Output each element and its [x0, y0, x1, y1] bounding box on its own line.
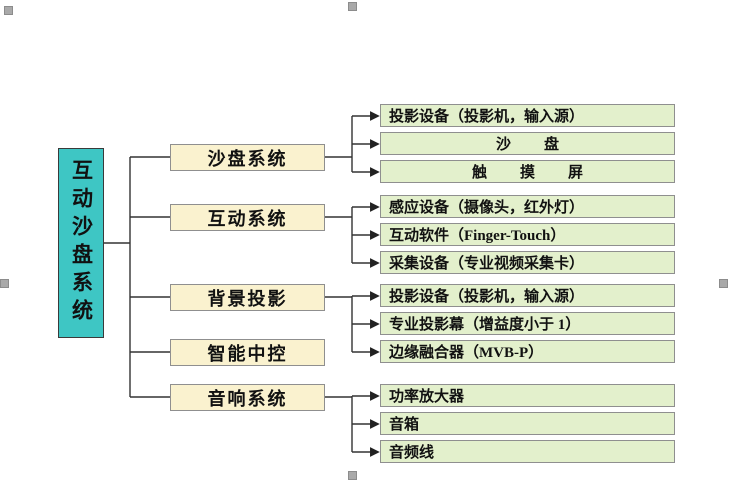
root-node[interactable]: 互动沙盘系统 [58, 148, 104, 338]
leaf-node-edge-blender[interactable]: 边缘融合器（MVB-P） [380, 340, 675, 363]
leaf-node-interactive-software[interactable]: 互动软件（Finger-Touch） [380, 223, 675, 246]
branch-node-interactive-system[interactable]: 互动系统 [170, 204, 325, 231]
branch-node-sandtable-system[interactable]: 沙盘系统 [170, 144, 325, 171]
leaf-label: 投影设备（投影机，输入源） [389, 289, 585, 305]
resize-handle-top-left[interactable] [4, 6, 13, 15]
leaf-node-projection-equipment-2[interactable]: 投影设备（投影机，输入源） [380, 284, 675, 307]
branch-node-smart-control[interactable]: 智能中控 [170, 339, 325, 366]
branch-label: 智能中控 [207, 343, 288, 364]
branch-node-audio-system[interactable]: 音响系统 [170, 384, 325, 411]
leaf-node-power-amplifier[interactable]: 功率放大器 [380, 384, 675, 407]
branch-label: 沙盘系统 [207, 148, 288, 169]
branch-label: 音响系统 [207, 388, 288, 409]
leaf-label: 投影设备（投影机，输入源） [389, 109, 585, 125]
branch-label: 背景投影 [207, 288, 288, 309]
leaf-node-touch-screen[interactable]: 触摸屏 [380, 160, 675, 183]
leaf-label: 功率放大器 [389, 389, 465, 405]
leaf-node-projection-screen[interactable]: 专业投影幕（增益度小于 1） [380, 312, 675, 335]
resize-handle-bottom-center[interactable] [348, 471, 357, 480]
leaf-node-audio-cable[interactable]: 音频线 [380, 440, 675, 463]
branch-label: 互动系统 [207, 208, 288, 229]
leaf-label: 沙盘 [495, 137, 592, 153]
leaf-node-projection-equipment-1[interactable]: 投影设备（投影机，输入源） [380, 104, 675, 127]
root-node-label: 互动沙盘系统 [69, 159, 94, 327]
leaf-node-capture-equipment[interactable]: 采集设备（专业视频采集卡） [380, 251, 675, 274]
leaf-label: 音箱 [389, 417, 420, 433]
leaf-label: 边缘融合器（MVB-P） [389, 345, 544, 361]
branch-node-background-projection[interactable]: 背景投影 [170, 284, 325, 311]
resize-handle-right-middle[interactable] [719, 279, 728, 288]
resize-handle-top-center[interactable] [348, 2, 357, 11]
resize-handle-left-middle[interactable] [0, 279, 9, 288]
leaf-label: 互动软件（Finger-Touch） [389, 228, 566, 244]
leaf-label: 专业投影幕（增益度小于 1） [389, 317, 581, 333]
leaf-node-sand-table[interactable]: 沙盘 [380, 132, 675, 155]
leaf-label: 音频线 [389, 445, 435, 461]
leaf-label: 感应设备（摄像头，红外灯） [389, 200, 585, 216]
leaf-label: 采集设备（专业视频采集卡） [389, 256, 585, 272]
leaf-node-speaker[interactable]: 音箱 [380, 412, 675, 435]
leaf-label: 触摸屏 [471, 165, 616, 181]
leaf-node-sensing-equipment[interactable]: 感应设备（摄像头，红外灯） [380, 195, 675, 218]
